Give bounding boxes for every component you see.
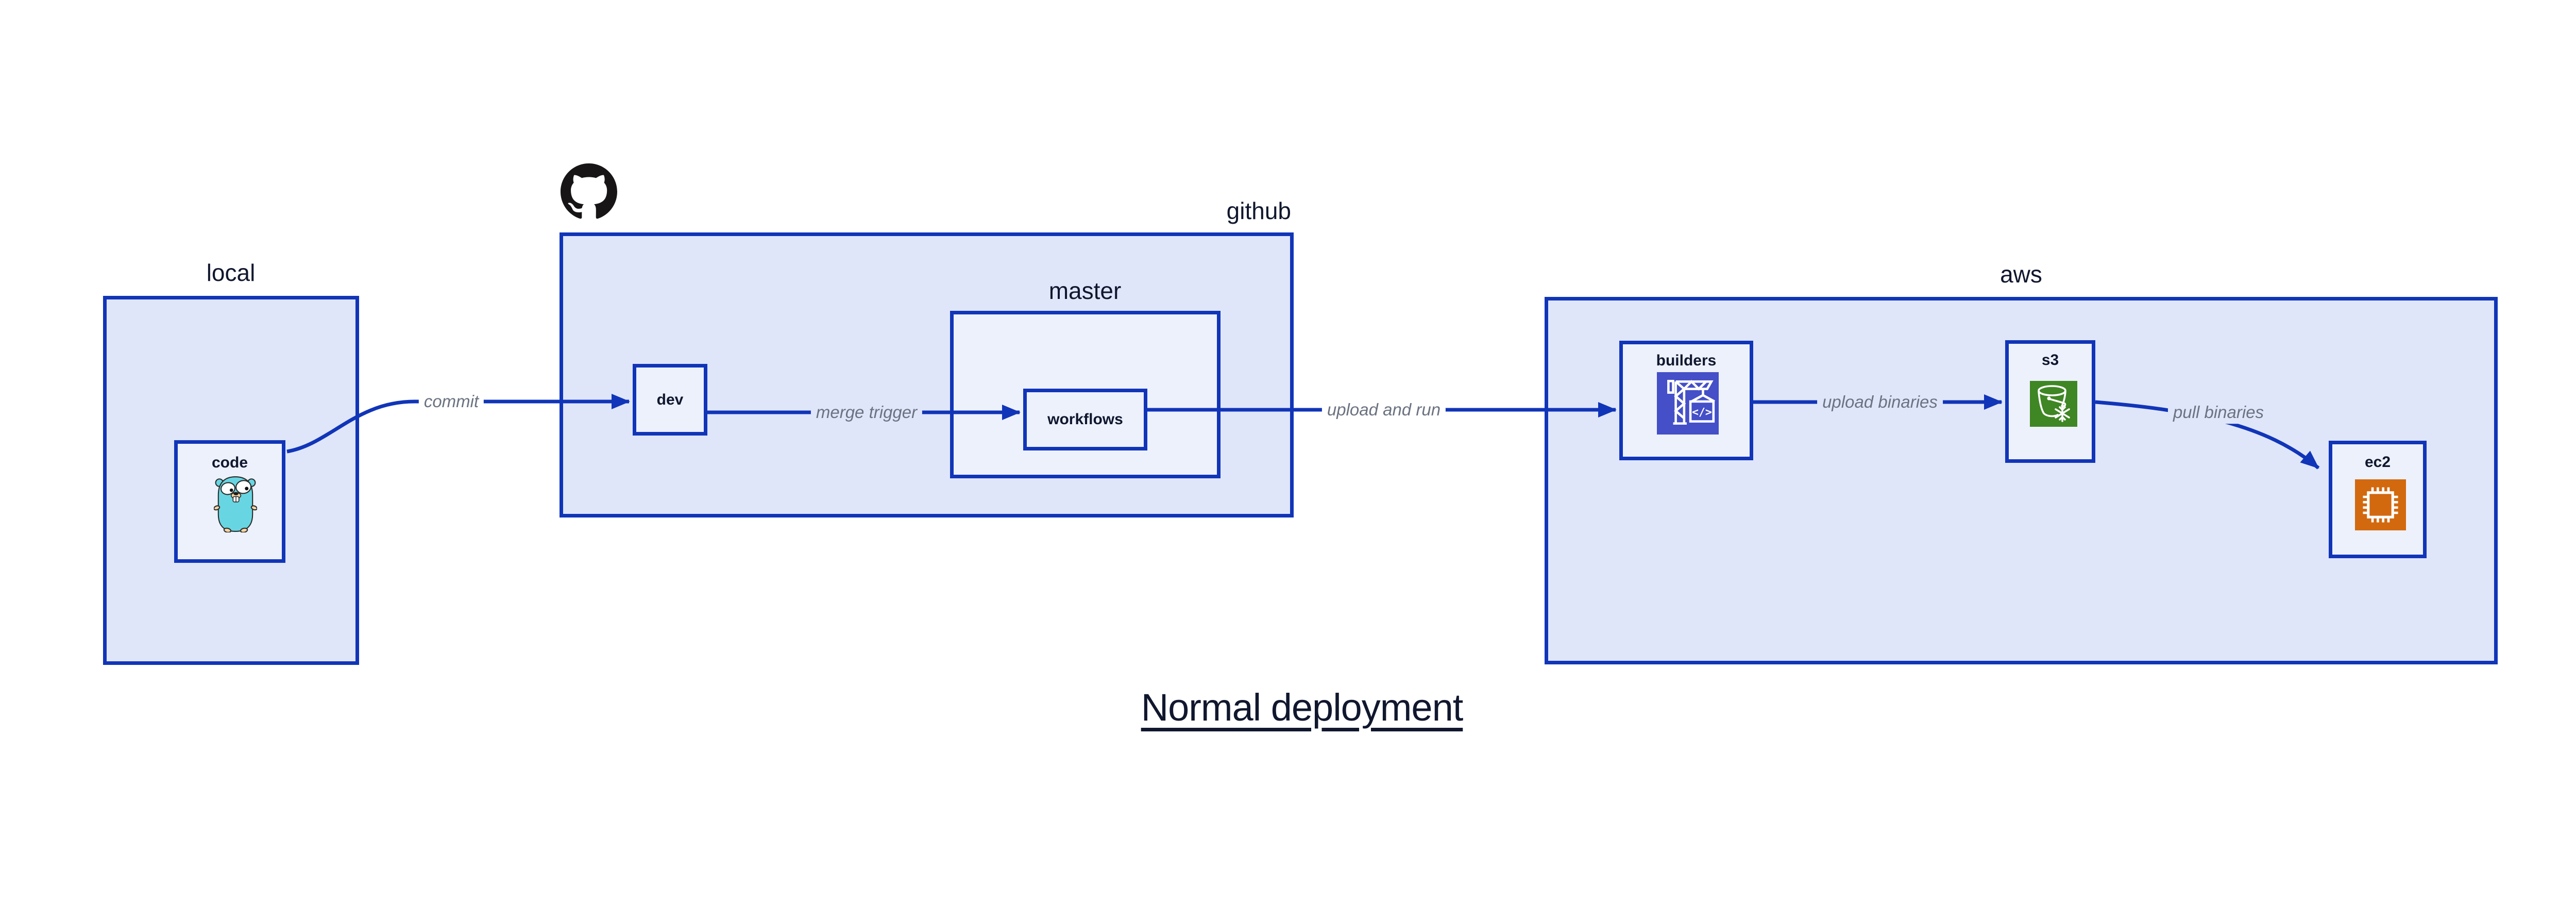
s3-node: s3	[2005, 340, 2095, 463]
upload-and-run-edge-label: upload and run	[1321, 398, 1446, 421]
dev-node-label: dev	[656, 391, 684, 408]
aws-group-label: aws	[2000, 261, 2042, 288]
builders-node: builders </>	[1619, 341, 1753, 460]
builders-node-label: builders	[1656, 352, 1717, 369]
github-group-label: github	[1226, 197, 1291, 224]
github-octocat-icon	[561, 163, 617, 220]
code-node: code	[174, 440, 285, 563]
pull-binaries-edge-label: pull binaries	[2167, 401, 2269, 424]
diagram-title: Normal deployment	[1141, 686, 1464, 729]
aws-ec2-chip-icon	[2355, 479, 2406, 530]
code-node-label: code	[211, 454, 248, 471]
svg-text:</>: </>	[1692, 406, 1712, 419]
workflows-node: workflows	[1023, 389, 1147, 450]
dev-branch-node: dev	[633, 364, 707, 436]
aws-codebuild-crane-icon: </>	[1657, 372, 1719, 435]
commit-edge-label: commit	[418, 390, 484, 413]
local-group-label: local	[206, 259, 256, 286]
master-group-label: master	[1048, 277, 1122, 304]
aws-s3-bucket-snowflake-icon	[2030, 381, 2077, 427]
ec2-node: ec2	[2329, 441, 2427, 558]
go-gopher-icon	[213, 476, 258, 533]
ec2-node-label: ec2	[2364, 454, 2391, 471]
workflows-node-label: workflows	[1047, 411, 1123, 428]
upload-binaries-edge-label: upload binaries	[1817, 391, 1943, 413]
s3-node-label: s3	[2041, 352, 2059, 369]
merge-trigger-edge-label: merge trigger	[810, 401, 923, 424]
